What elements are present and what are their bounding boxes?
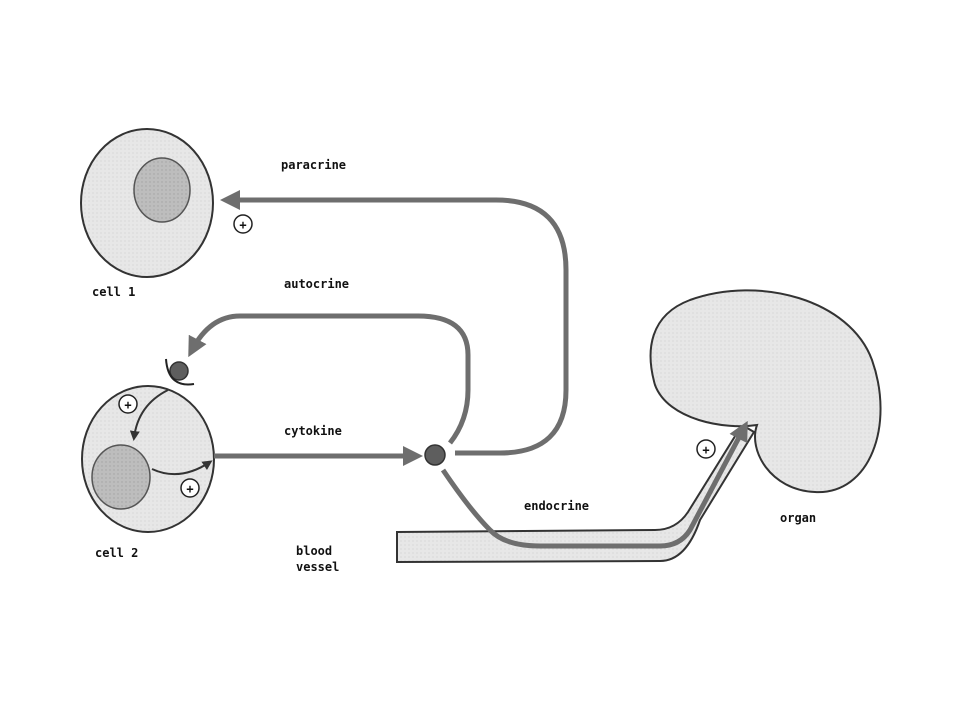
plus-icon: + — [233, 214, 253, 234]
nucleus-to-secretion-arrow — [151, 460, 213, 476]
cell-2 — [81, 385, 215, 533]
cell-2-receptor — [165, 358, 195, 386]
svg-text:+: + — [702, 443, 709, 457]
label-cytokine: cytokine — [284, 424, 342, 438]
receptor-to-nucleus-arrow — [129, 389, 169, 441]
bound-ligand — [169, 361, 189, 381]
cell-1 — [80, 128, 214, 278]
label-paracrine: paracrine — [281, 158, 346, 172]
cell-2-nucleus — [91, 444, 151, 510]
receptor-cup — [165, 358, 195, 386]
blood-vessel — [396, 423, 756, 564]
label-blood-vessel-line-1: blood — [296, 544, 332, 558]
label-blood-vessel-line-2: vessel — [296, 560, 339, 574]
cell-1-nucleus — [133, 157, 191, 223]
plus-icon: + — [118, 394, 138, 414]
label-endocrine: endocrine — [524, 499, 589, 513]
svg-text:+: + — [239, 218, 246, 232]
label-cell-2: cell 2 — [95, 546, 138, 560]
label-cell-1: cell 1 — [92, 285, 135, 299]
paracrine-arrow — [220, 190, 569, 456]
label-organ: organ — [780, 511, 816, 525]
autocrine-arrow — [188, 313, 471, 445]
signal-molecule — [424, 444, 446, 466]
plus-icon: + — [696, 439, 716, 459]
svg-text:+: + — [186, 482, 193, 496]
organ-shape — [649, 289, 882, 494]
svg-text:+: + — [124, 398, 131, 412]
endocrine-arrow — [440, 420, 748, 549]
plus-icon: + — [180, 478, 200, 498]
label-autocrine: autocrine — [284, 277, 349, 291]
